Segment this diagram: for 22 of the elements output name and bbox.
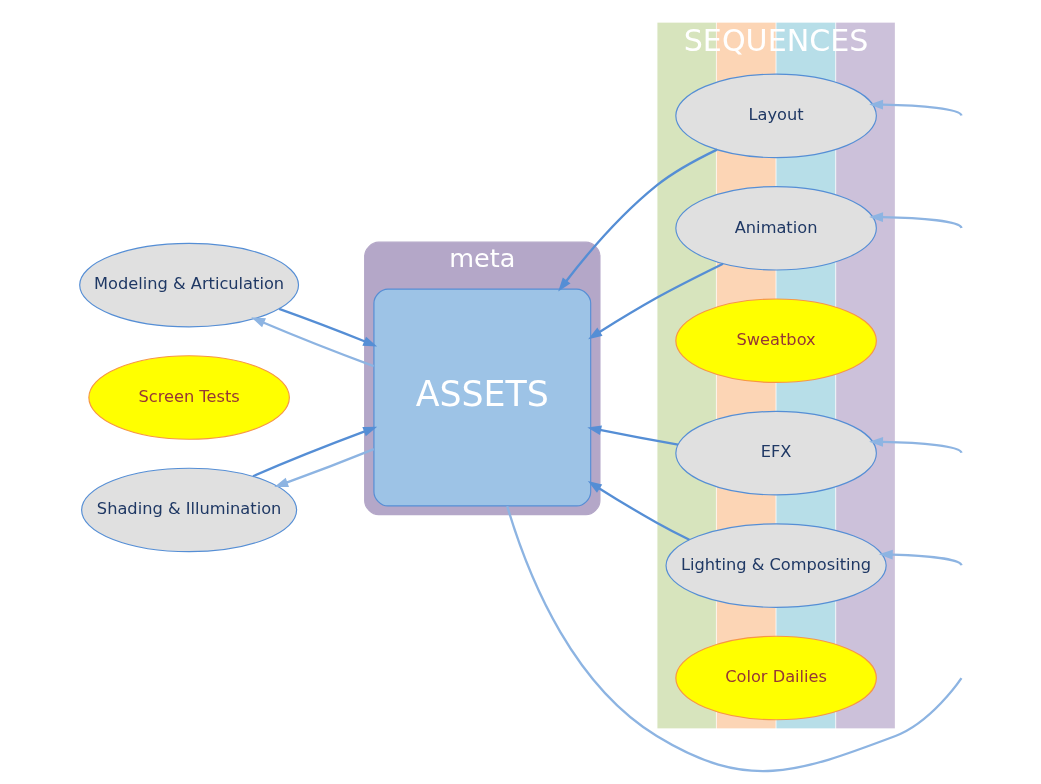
arrow xyxy=(868,99,962,117)
node-box: ASSETS xyxy=(372,288,591,507)
arrow xyxy=(587,481,690,541)
arrow xyxy=(252,426,377,478)
arrow xyxy=(557,148,718,292)
node-ellipse: Lighting & Compositing xyxy=(664,523,887,608)
node-ellipse: Layout xyxy=(674,73,877,159)
node-ellipse: Sweatbox xyxy=(674,298,877,384)
arrow xyxy=(878,549,962,567)
arrow xyxy=(868,437,962,454)
node-ellipse: Shading & Illumination xyxy=(80,467,297,553)
arrow xyxy=(250,317,374,368)
arrow xyxy=(273,448,374,488)
arrow xyxy=(278,307,377,347)
arrow xyxy=(868,212,962,229)
node-ellipse: EFX xyxy=(674,410,877,496)
node-ellipse: Screen Tests xyxy=(87,355,290,440)
arrow xyxy=(586,425,678,446)
arrow xyxy=(587,262,723,340)
connector xyxy=(505,505,962,772)
node-ellipse: Color Dailies xyxy=(674,635,877,721)
node-ellipse: Animation xyxy=(674,186,877,271)
